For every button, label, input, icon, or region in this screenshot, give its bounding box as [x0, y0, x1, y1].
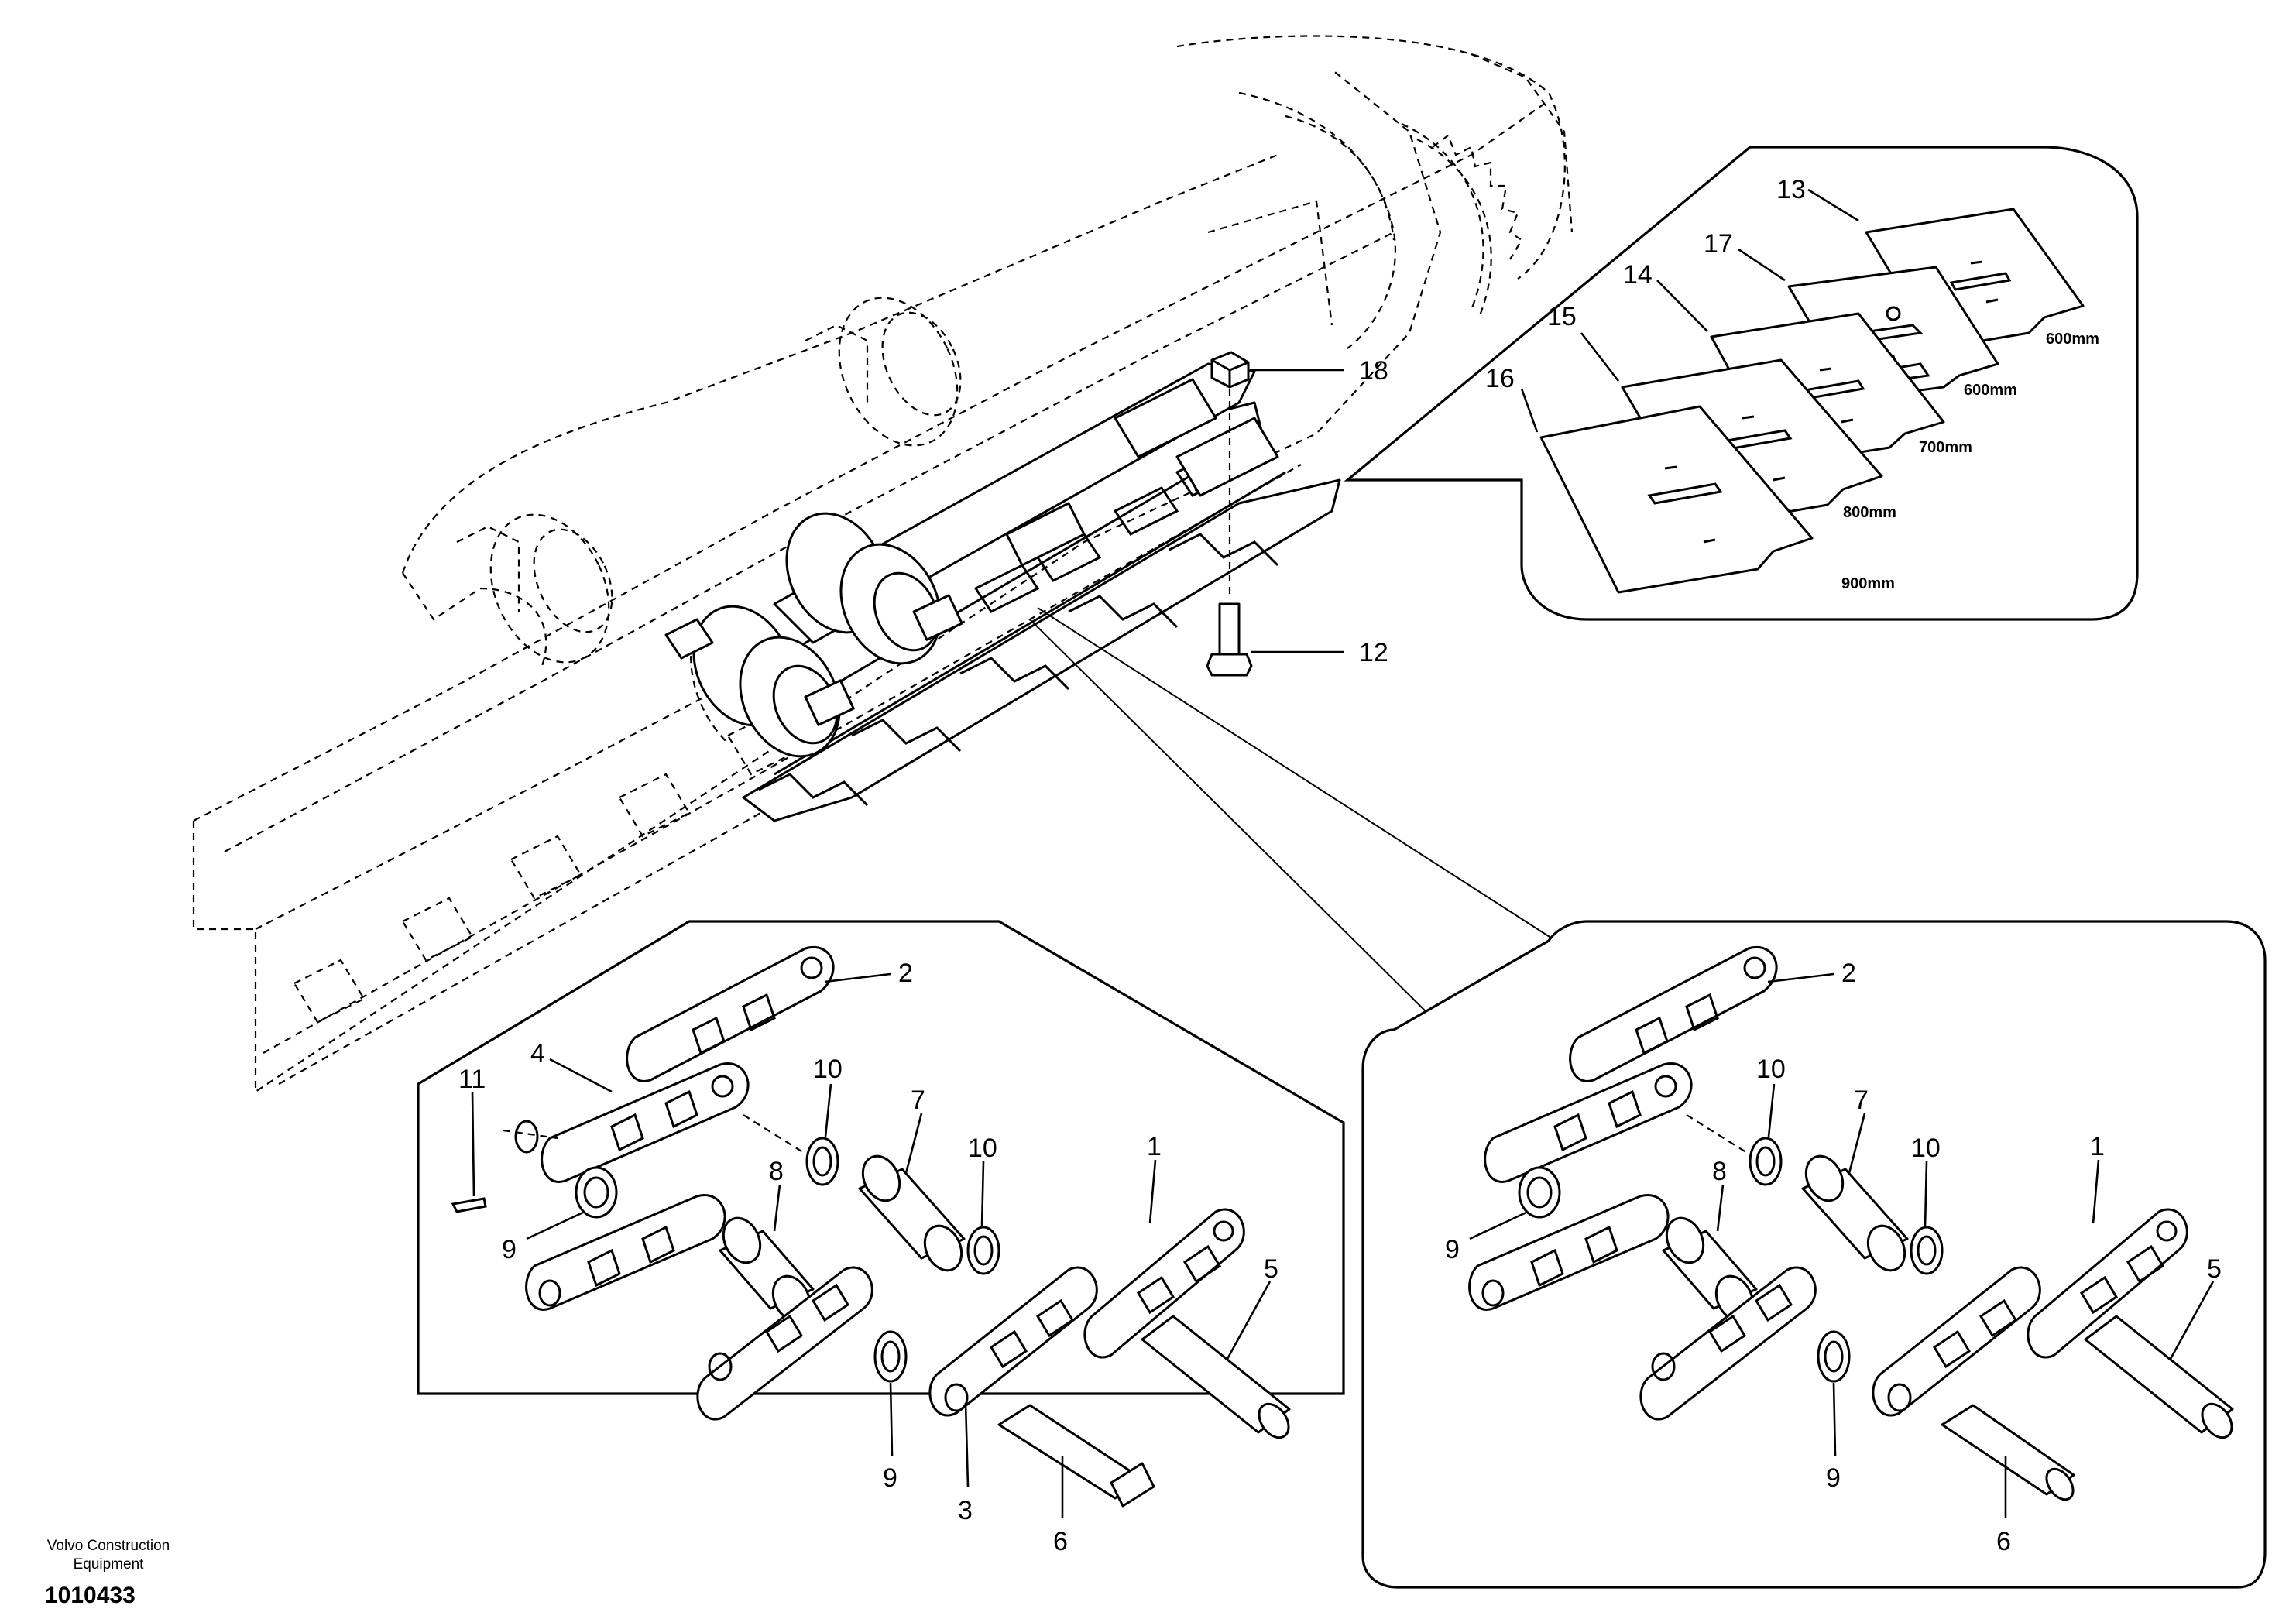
callout-left-bushing-top: 7	[911, 1086, 925, 1115]
callout-shoe-17: 17	[1704, 229, 1733, 259]
company-name-line2: Equipment	[73, 1556, 144, 1573]
track-roller-left	[664, 605, 855, 758]
callout-right-seal-bottom: 9	[1826, 1463, 1841, 1493]
callout-shoe-16: 16	[1485, 364, 1515, 393]
callout-left-seal-right: 10	[968, 1134, 997, 1163]
callout-shoe-13: 13	[1776, 175, 1806, 204]
callout-right-seal-right: 10	[1911, 1134, 1941, 1163]
callout-right-pin-bottom: 6	[1996, 1527, 2011, 1556]
callout-shoe-14: 14	[1623, 260, 1653, 290]
callout-left-bushing-mid: 8	[769, 1157, 784, 1186]
company-name-line1: Volvo Construction	[46, 1538, 170, 1554]
callout-right-link-top: 2	[1841, 959, 1856, 988]
leader-shoe-13	[1807, 188, 1859, 222]
sprocket-outline	[1401, 122, 1523, 318]
shoe-16-width: 900mm	[1841, 575, 1895, 592]
track-roller-right	[785, 512, 963, 665]
callout-left-link-mid: 4	[530, 1039, 545, 1068]
callout-shoe-15: 15	[1547, 302, 1577, 331]
callout-left-pin-bottom: 6	[1053, 1527, 1068, 1556]
callout-bolt: 12	[1359, 638, 1388, 667]
shoe-13-width: 600mm	[2046, 331, 2099, 348]
leader-shoe-15	[1580, 332, 1620, 382]
company-name: Volvo Construction Equipment	[0, 1537, 217, 1574]
callout-left-link-top: 2	[898, 959, 913, 988]
shoe-14-width: 700mm	[1919, 439, 1972, 456]
callout-right-seal-left: 9	[1445, 1235, 1460, 1264]
callout-right-pin-right: 5	[2207, 1254, 2222, 1284]
upper-roller-outline	[805, 297, 962, 447]
callout-right-bushing-top: 7	[1854, 1086, 1869, 1115]
callout-left-pin-right: 5	[1264, 1254, 1278, 1284]
track-roller-rear	[1005, 378, 1279, 567]
track-shoe-16	[1539, 405, 1814, 594]
left-detail-assembly	[451, 945, 1291, 1508]
callout-left-link-right: 1	[1147, 1132, 1162, 1161]
callout-left-link-bottom: 3	[958, 1496, 973, 1525]
callout-right-link-right: 1	[2090, 1132, 2105, 1161]
left-detail-callouts: 2 4 11 9 10 7 10 8 1 5 9 3 6	[458, 959, 1278, 1556]
leader-shoe-16	[1520, 388, 1539, 433]
shoe-17-width: 600mm	[1964, 382, 2017, 399]
callout-right-bushing-mid: 8	[1712, 1157, 1727, 1186]
leader-shoe-17	[1738, 248, 1786, 282]
callout-left-pin-lock: 11	[458, 1065, 486, 1094]
nut-part	[1210, 351, 1250, 596]
connector-right-detail	[1037, 607, 1580, 957]
bolt-part	[1206, 602, 1253, 677]
drawing-number: 1010433	[45, 1583, 136, 1608]
right-detail-callouts: 2 9 10 7 10 8 1 5 9 6	[1445, 959, 2222, 1556]
callout-left-seal-left: 9	[502, 1235, 517, 1264]
shoe-15-width: 800mm	[1843, 504, 1896, 521]
connector-left-detail	[1029, 619, 1433, 1019]
callout-left-seal-top: 10	[813, 1055, 843, 1084]
callout-left-seal-bottom: 9	[883, 1463, 897, 1493]
leader-shoe-14	[1656, 280, 1708, 332]
right-detail-panel	[1361, 920, 2267, 1589]
right-detail-assembly	[1468, 945, 2234, 1501]
lower-roller-outline	[456, 513, 613, 664]
callout-right-seal-top: 10	[1756, 1055, 1786, 1084]
callout-nut: 18	[1359, 356, 1388, 386]
